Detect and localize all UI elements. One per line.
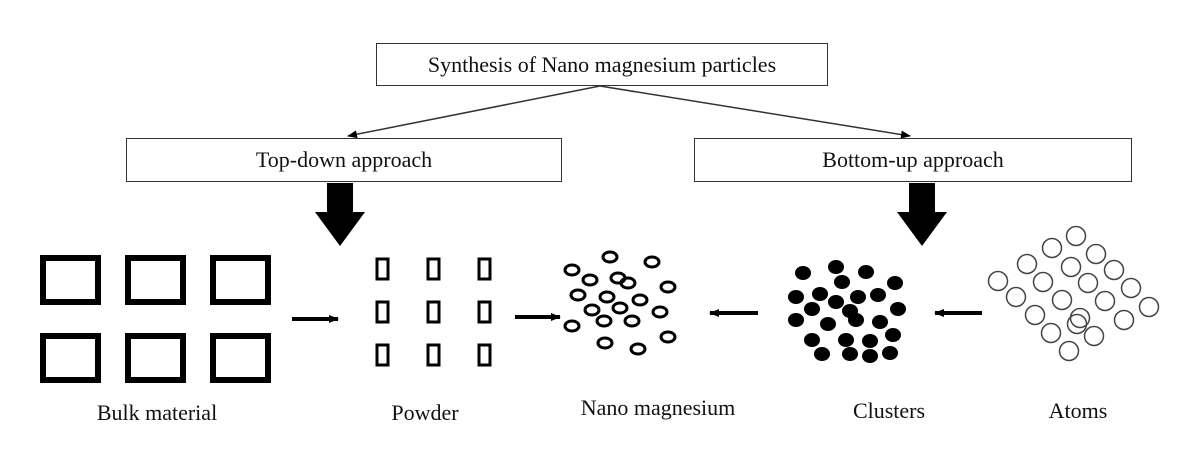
label-powder: Powder <box>391 400 459 425</box>
connector-to-top-down <box>347 85 601 139</box>
nano-magnesium-graphic <box>563 250 677 356</box>
top-down-approach-box: Top-down approach <box>126 138 562 182</box>
bottom-up-approach-box: Bottom-up approach <box>694 138 1132 182</box>
title-box: Synthesis of Nano magnesium particles <box>376 43 828 86</box>
big-arrow-bottom-up <box>897 183 947 246</box>
label-atoms: Atoms <box>1048 398 1108 423</box>
label-bulk-material: Bulk material <box>96 400 218 425</box>
powder-graphic <box>375 257 492 367</box>
process-arrows <box>292 309 982 323</box>
big-arrow-top-down <box>315 183 365 246</box>
label-nano-magnesium: Nano magnesium <box>580 395 736 420</box>
clusters-graphic <box>788 260 906 363</box>
connector-to-bottom-up <box>599 85 911 139</box>
label-clusters: Clusters <box>852 398 926 423</box>
bulk-material-graphic <box>40 255 271 383</box>
atoms-graphic <box>987 225 1160 362</box>
